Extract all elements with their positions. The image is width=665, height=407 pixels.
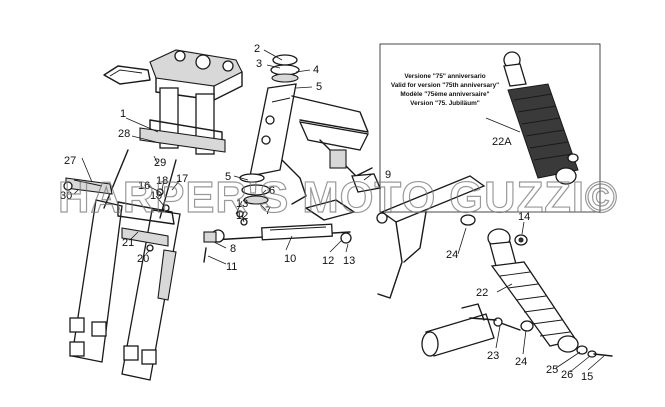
- part-number-labels: 1 2 3 4 5 5 6 7 8 9 10 11 12 12 13 13 14…: [60, 43, 593, 383]
- part-label: 13: [236, 198, 248, 210]
- part-label: 16: [138, 180, 150, 192]
- part-label: 13: [343, 255, 355, 267]
- part-label: 11: [226, 261, 237, 273]
- callout-line-3: Modèle "75ème anniversaire": [400, 91, 489, 98]
- part-label: 29: [154, 157, 166, 169]
- part-label: 1: [120, 108, 126, 120]
- part-label: 15: [581, 371, 593, 383]
- part-label: 4: [313, 64, 319, 76]
- part-label: 17: [176, 173, 188, 185]
- part-label: 5: [316, 81, 322, 93]
- part-label: 2: [254, 43, 260, 55]
- part-label: 24: [515, 356, 527, 368]
- part-label: 14: [518, 211, 530, 223]
- part-label: 10: [284, 253, 296, 265]
- part-label: 3: [256, 58, 262, 70]
- part-label: 8: [230, 243, 236, 255]
- part-label: 24: [446, 249, 458, 261]
- part-label: 26: [561, 369, 573, 381]
- part-label: 30: [60, 190, 72, 202]
- callout-line-2: Valid for version "75th anniversary": [391, 82, 499, 89]
- part-label: 23: [487, 350, 499, 362]
- rear-shock-assembly: [421, 214, 613, 358]
- part-label: 12: [322, 255, 334, 267]
- part-label: 27: [64, 155, 76, 167]
- part-label: 6: [269, 185, 275, 197]
- part-label: 25: [546, 364, 558, 376]
- callout-line-1: Versione "75" anniversario: [404, 73, 485, 80]
- part-label: 9: [385, 169, 391, 181]
- part-label: 19: [150, 190, 162, 202]
- front-fork-assembly: [63, 49, 243, 381]
- part-label: 12: [236, 210, 248, 222]
- callout-line-4: Version "75. Jubiläum": [410, 100, 480, 107]
- part-label: 7: [265, 205, 271, 217]
- part-label: 21: [122, 237, 134, 249]
- part-label: 5: [225, 171, 231, 183]
- part-label: 22: [476, 287, 488, 299]
- part-label: 28: [118, 128, 130, 140]
- watermark-text: HARPER'S MOTO GUZZI©: [58, 173, 618, 222]
- anniversary-callout: Versione "75" anniversario Valid for ver…: [379, 43, 601, 213]
- part-label: 18: [156, 175, 168, 187]
- part-label: 20: [137, 253, 149, 265]
- leader-lines: [73, 49, 605, 373]
- part-label: 22A: [492, 136, 512, 148]
